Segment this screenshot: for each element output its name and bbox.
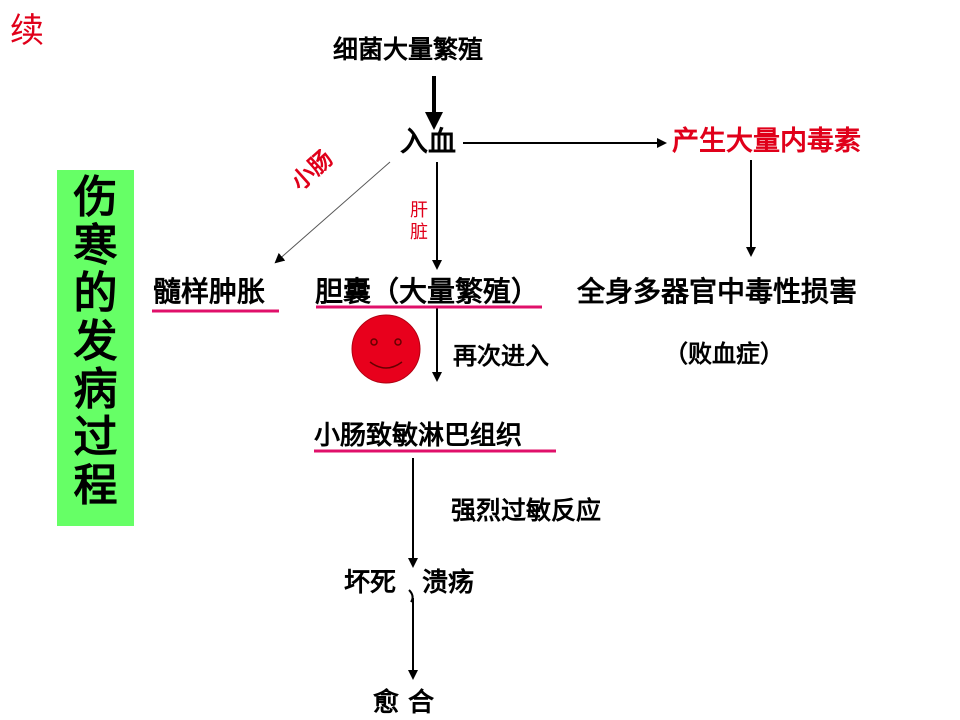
necrosis-separator-mark [408, 589, 414, 603]
node-sensitized-lymph: 小肠致敏淋巴组织 [314, 421, 523, 451]
sidebar-title-box: 伤寒的发病过程 [57, 170, 134, 526]
corner-label: 续 [10, 11, 44, 51]
node-septicemia: （败血症） [664, 340, 784, 368]
sidebar-title: 伤寒的发病过程 [73, 172, 118, 511]
smiley-face-icon [351, 314, 421, 384]
label-allergic-reaction: 强烈过敏反应 [451, 496, 602, 525]
node-enter-blood: 入血 [400, 125, 457, 158]
necrosis-text: 坏死 [344, 568, 397, 598]
node-necrosis-ulcer: 坏死溃疡 [344, 570, 474, 596]
node-marrow-swelling: 髓样肿胀 [153, 275, 266, 308]
label-liver: 肝脏 [410, 200, 428, 243]
node-gallbladder: 胆囊（大量繁殖） [315, 275, 540, 308]
node-endotoxin: 产生大量内毒素 [672, 126, 861, 157]
node-bacteria-multiply: 细菌大量繁殖 [333, 35, 484, 64]
node-systemic-damage: 全身多器官中毒性损害 [577, 275, 858, 308]
node-healing: 愈 合 [373, 688, 435, 718]
arrow-blood-to-marrow [274, 161, 391, 264]
ulcer-text: 溃疡 [422, 568, 475, 598]
label-reenter: 再次进入 [453, 342, 549, 370]
